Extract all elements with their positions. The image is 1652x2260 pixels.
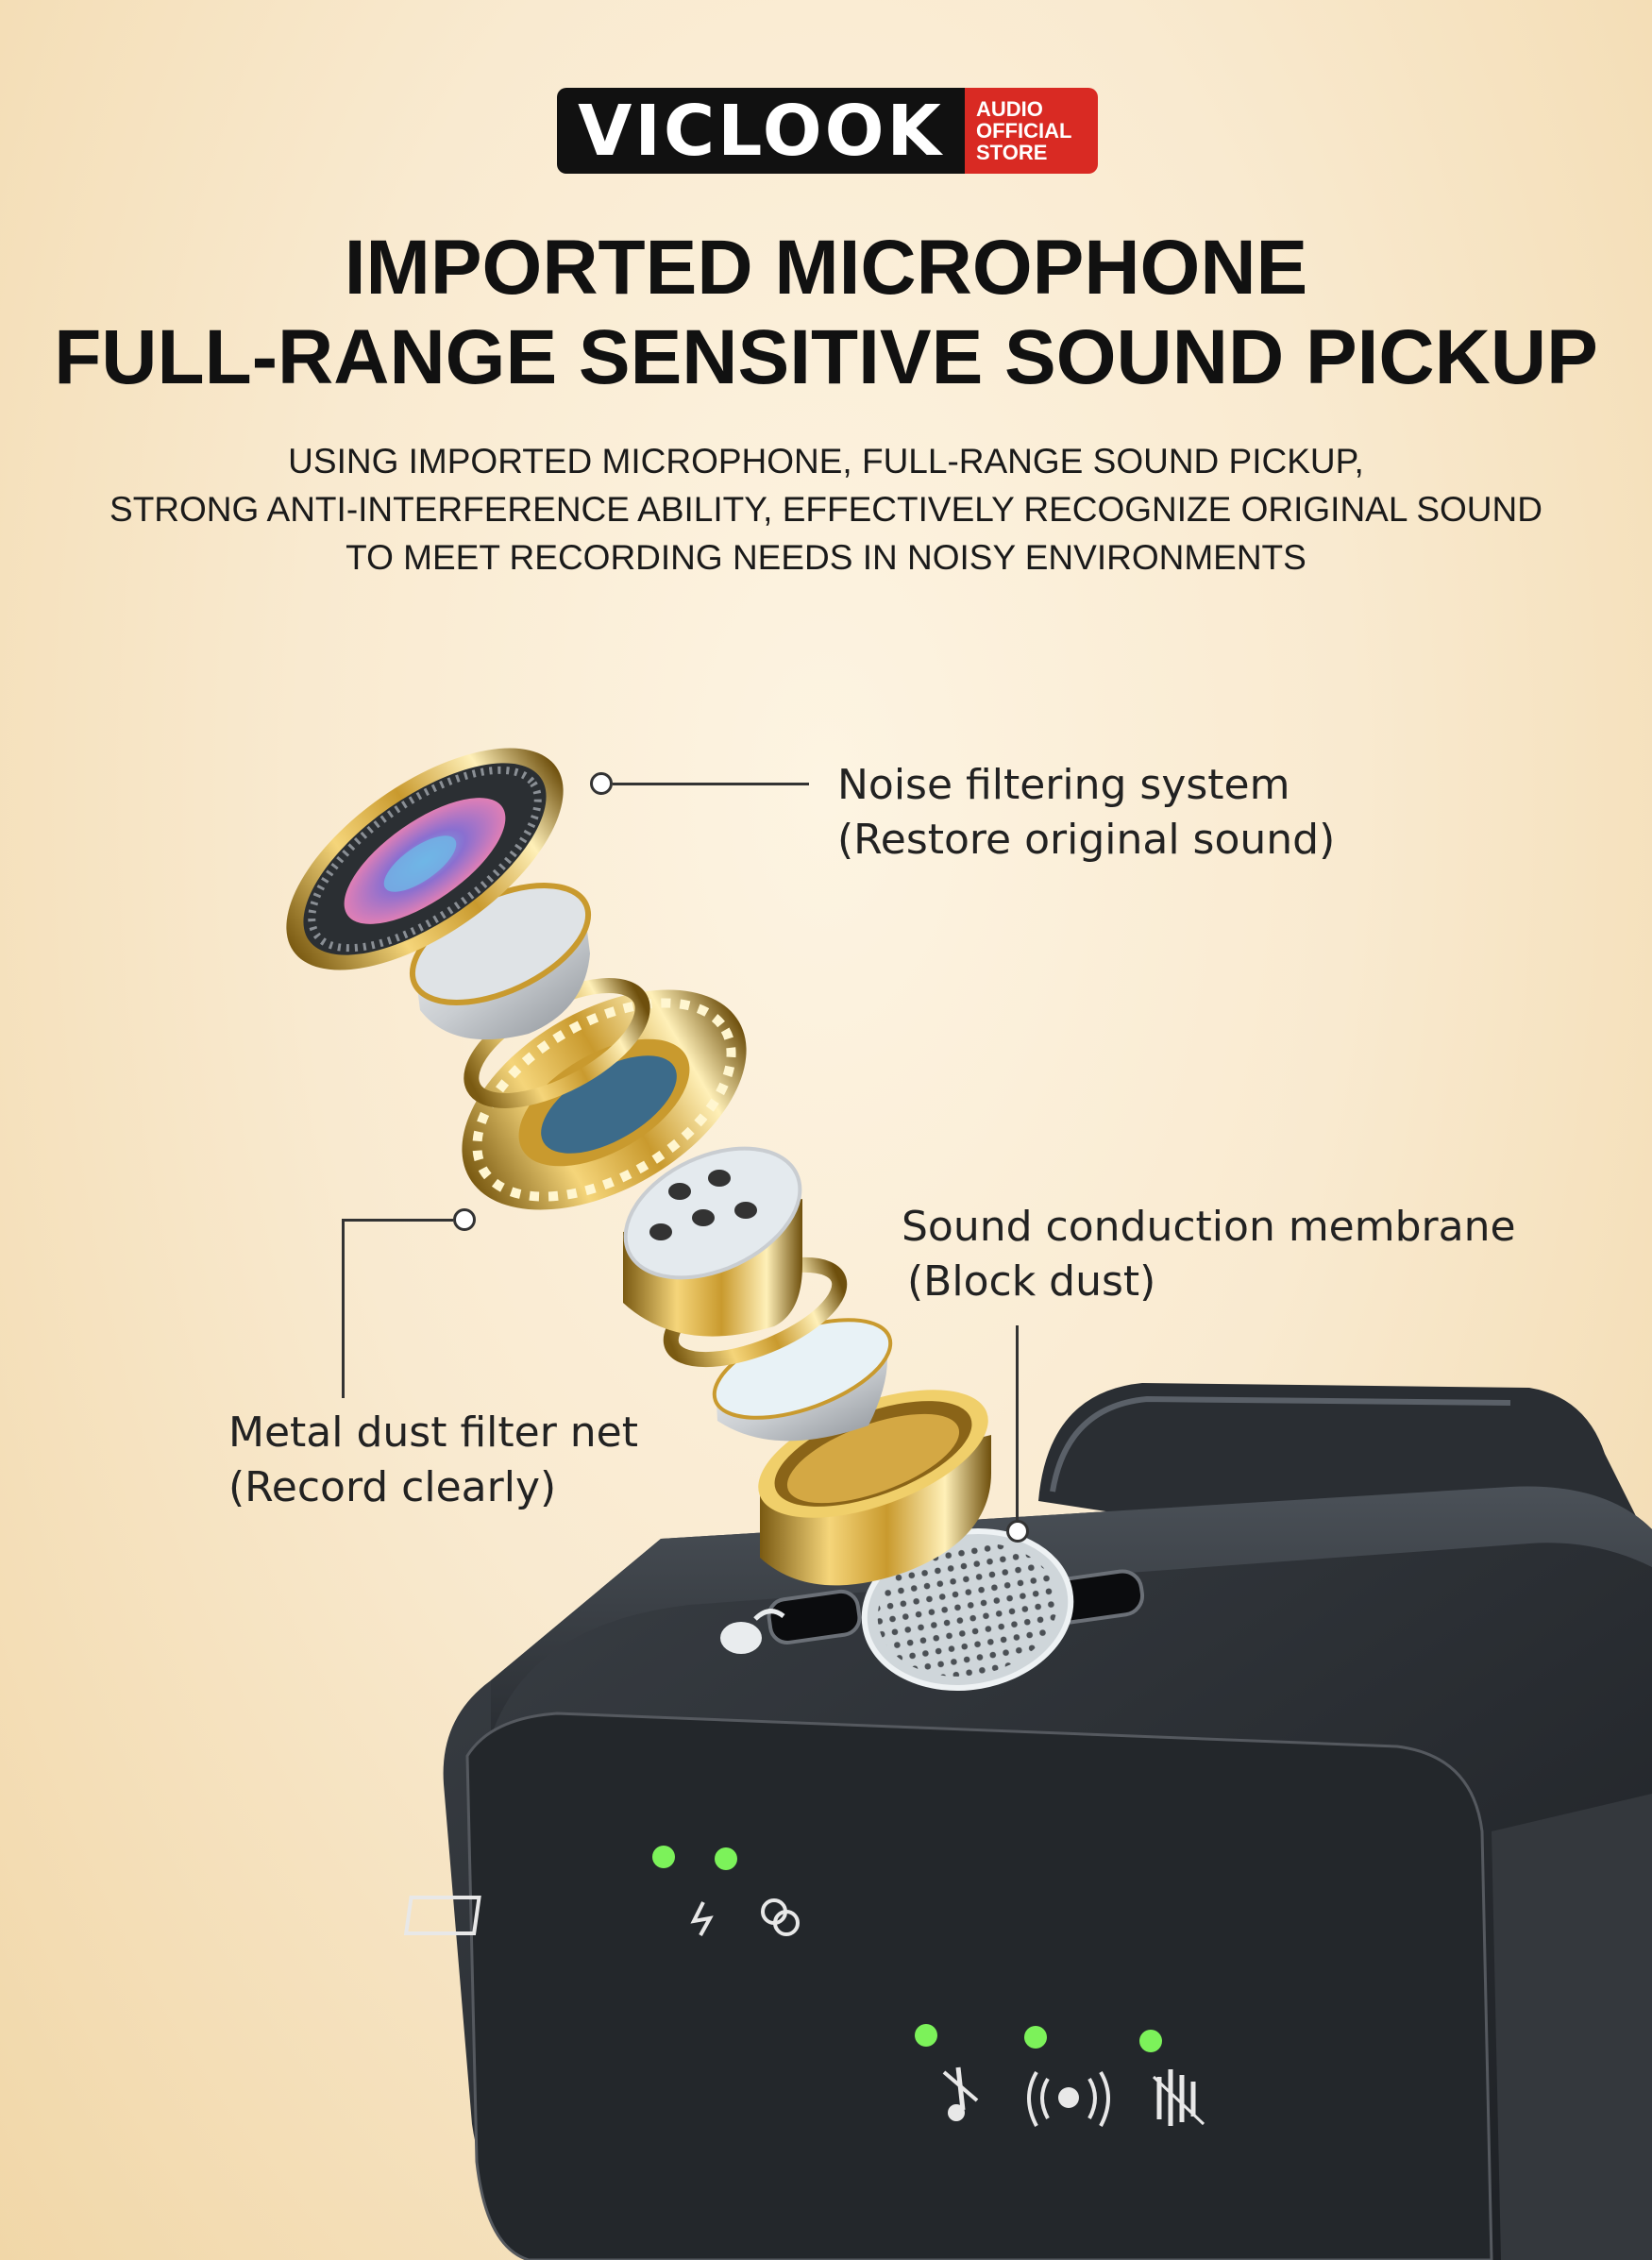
led-indicator-2 — [715, 1847, 737, 1870]
callout-membrane-title: Sound conduction membrane — [902, 1203, 1516, 1251]
noise-cancel-icon — [1152, 2069, 1205, 2126]
brand-name: VICLOOK — [557, 88, 965, 174]
callout-dust-net-title: Metal dust filter net — [228, 1408, 638, 1457]
callout-dot-dust-net — [453, 1208, 476, 1231]
callout-dust-net: Metal dust filter net (Record clearly) — [228, 1406, 638, 1515]
music-note-icon — [942, 2066, 979, 2121]
callout-line-noise-filter — [613, 783, 809, 785]
description-line-1: USING IMPORTED MICROPHONE, FULL-RANGE SO… — [288, 442, 1364, 481]
led-indicator-3 — [915, 2024, 937, 2047]
callout-line-membrane — [1016, 1325, 1019, 1522]
battery-charge-icon — [403, 1896, 714, 1936]
brand-tag-line-1: AUDIO — [976, 97, 1043, 121]
power-icon — [720, 1609, 785, 1654]
broadcast-icon — [1027, 2070, 1110, 2127]
callout-dot-membrane — [1006, 1520, 1029, 1543]
device-body — [443, 1486, 1652, 2260]
capsule-cylinder — [623, 1146, 802, 1337]
brand-tag-line-3: STORE — [976, 141, 1048, 164]
callout-dot-noise-filter — [590, 772, 613, 795]
brand-logo: VICLOOK AUDIO OFFICIAL STORE — [557, 88, 1098, 174]
callout-noise-filter: Noise filtering system (Restore original… — [837, 758, 1335, 868]
description-line-3: TO MEET RECORDING NEEDS IN NOISY ENVIRON… — [346, 538, 1306, 577]
callout-membrane: Sound conduction membrane (Block dust) — [902, 1200, 1516, 1309]
headline-line-2: FULL-RANGE SENSITIVE SOUND PICKUP — [54, 314, 1598, 400]
callout-noise-filter-title: Noise filtering system — [837, 761, 1290, 809]
callout-dust-net-note: (Record clearly) — [228, 1463, 557, 1511]
led-indicator-1 — [652, 1846, 675, 1868]
brand-tag-line-2: OFFICIAL — [976, 119, 1072, 143]
led-indicator-4 — [1024, 2026, 1047, 2049]
headline-line-1: IMPORTED MICROPHONE — [344, 225, 1308, 311]
led-indicator-5 — [1139, 2030, 1162, 2052]
perforated-gold-plate — [462, 989, 747, 1210]
callout-line-dust-net-h — [343, 1219, 453, 1222]
callout-line-dust-net-v — [342, 1219, 345, 1398]
callout-membrane-note: (Block dust) — [907, 1257, 1156, 1306]
silver-disc — [712, 1318, 893, 1442]
noise-filter-diaphragm — [286, 748, 564, 970]
sound-conduction-membrane — [861, 1528, 1074, 1691]
link-icon — [761, 1898, 800, 1936]
top-port-left — [767, 1589, 862, 1644]
description-line-2: STRONG ANTI-INTERFERENCE ABILITY, EFFECT… — [110, 490, 1542, 529]
callout-noise-filter-note: (Restore original sound) — [837, 816, 1336, 864]
gold-sleeve — [758, 1390, 991, 1586]
brand-tag: AUDIO OFFICIAL STORE — [965, 88, 1098, 174]
